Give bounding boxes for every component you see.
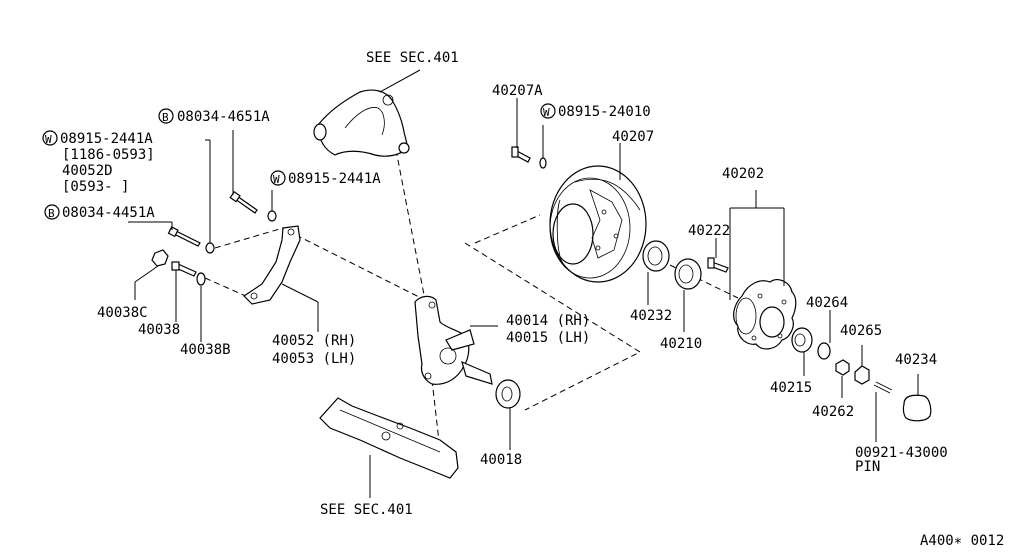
- wheel-hub: [707, 190, 797, 350]
- label-pin: PIN: [855, 459, 880, 475]
- labels: SEE SEC.401 40207A 08915-24010 40207 402…: [60, 50, 1004, 549]
- label-40038b: 40038B: [180, 342, 231, 358]
- label-40052-rh: 40052 (RH): [272, 333, 356, 349]
- b-marker-icon: B: [162, 111, 169, 124]
- label-40038: 40038: [138, 322, 180, 338]
- right-fasteners: [791, 310, 932, 442]
- label-00921-43000: 00921-43000: [855, 445, 948, 461]
- label-see-sec-top: SEE SEC.401: [366, 50, 459, 66]
- label-40207a: 40207A: [492, 83, 543, 99]
- markers: B W W B W: [42, 103, 556, 220]
- lower-control-arm: [319, 397, 459, 498]
- label-40202: 40202: [722, 166, 764, 182]
- label-40210: 40210: [660, 336, 702, 352]
- w-marker-icon: W: [273, 173, 280, 186]
- label-note-0593: [0593- ]: [62, 179, 129, 195]
- seal-and-bearing: [642, 240, 702, 332]
- label-40014-rh: 40014 (RH): [506, 313, 590, 329]
- caliper-bracket: [243, 225, 319, 332]
- label-40207: 40207: [612, 129, 654, 145]
- label-40038c: 40038C: [97, 305, 148, 321]
- label-40018: 40018: [480, 452, 522, 468]
- label-08034-4451a: 08034-4451A: [62, 205, 155, 221]
- w-marker-icon: W: [543, 106, 550, 119]
- upper-control-arm: [313, 69, 421, 157]
- label-note-1186-0593: [1186-0593]: [62, 147, 155, 163]
- label-08915-2441a-1: 08915-2441A: [60, 131, 153, 147]
- label-40232: 40232: [630, 308, 672, 324]
- label-40053-lh: 40053 (LH): [272, 351, 356, 367]
- label-40265: 40265: [840, 323, 882, 339]
- label-40234: 40234: [895, 352, 937, 368]
- steering-knuckle: [414, 295, 498, 385]
- spindle-washer: [495, 379, 521, 450]
- disc-rotor: [511, 98, 647, 283]
- label-40015-lh: 40015 (LH): [506, 330, 590, 346]
- label-40264: 40264: [806, 295, 848, 311]
- assembly-lines: [204, 149, 739, 451]
- label-08915-24010: 08915-24010: [558, 104, 651, 120]
- label-40052d: 40052D: [62, 163, 113, 179]
- label-40215: 40215: [770, 380, 812, 396]
- label-08034-4651a: 08034-4651A: [177, 109, 270, 125]
- label-see-sec-bottom: SEE SEC.401: [320, 502, 413, 518]
- b-marker-icon: B: [48, 207, 55, 220]
- left-fasteners: [128, 130, 277, 342]
- page-code: A400∗ 0012: [920, 533, 1004, 549]
- label-40222: 40222: [688, 223, 730, 239]
- w-marker-icon: W: [45, 133, 52, 146]
- label-08915-2441a-2: 08915-2441A: [288, 171, 381, 187]
- label-40262: 40262: [812, 404, 854, 420]
